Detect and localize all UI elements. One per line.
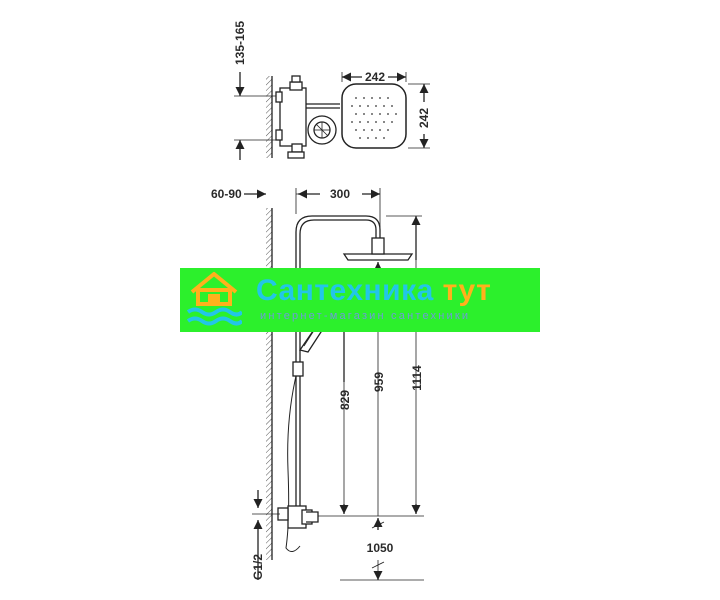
dim-label-total-height: 1114 (410, 365, 424, 391)
watermark-tagline: интернет-магазин сантехники (260, 310, 471, 322)
dim-label-handshower-height: 829 (338, 390, 352, 410)
handshower-holder (292, 361, 304, 377)
dim-label-head-height: 959 (372, 372, 386, 392)
dim-label-top-offset: 135-165 (233, 21, 247, 65)
dim-label-wall-offset: 60-90 (211, 187, 242, 201)
house-waves-icon (186, 272, 242, 326)
dim-label-arm-reach: 300 (330, 187, 350, 201)
nozzle-grid (351, 97, 397, 139)
watermark-brand-part1: Сантехника (256, 274, 434, 307)
dim-label-head-depth: 242 (417, 108, 431, 128)
shower-riser (295, 215, 381, 520)
wall-top-view (266, 76, 272, 158)
shower-head-side-view (342, 253, 414, 261)
dim-label-mount-height: 1050 (367, 541, 394, 555)
watermark-brand: Сантехника тут (256, 274, 491, 308)
shower-head-top-view (341, 83, 407, 149)
front-view (244, 188, 424, 581)
wall-front-view (266, 208, 272, 560)
dim-label-head-width: 242 (365, 70, 385, 84)
dim-label-thread: G1/2 (251, 554, 265, 580)
mixer-body-top-view (279, 87, 307, 147)
watermark-banner: Сантехника тут интернет-магазин сантехни… (180, 268, 540, 332)
watermark-brand-part2: тут (442, 274, 492, 307)
top-view (234, 72, 430, 160)
